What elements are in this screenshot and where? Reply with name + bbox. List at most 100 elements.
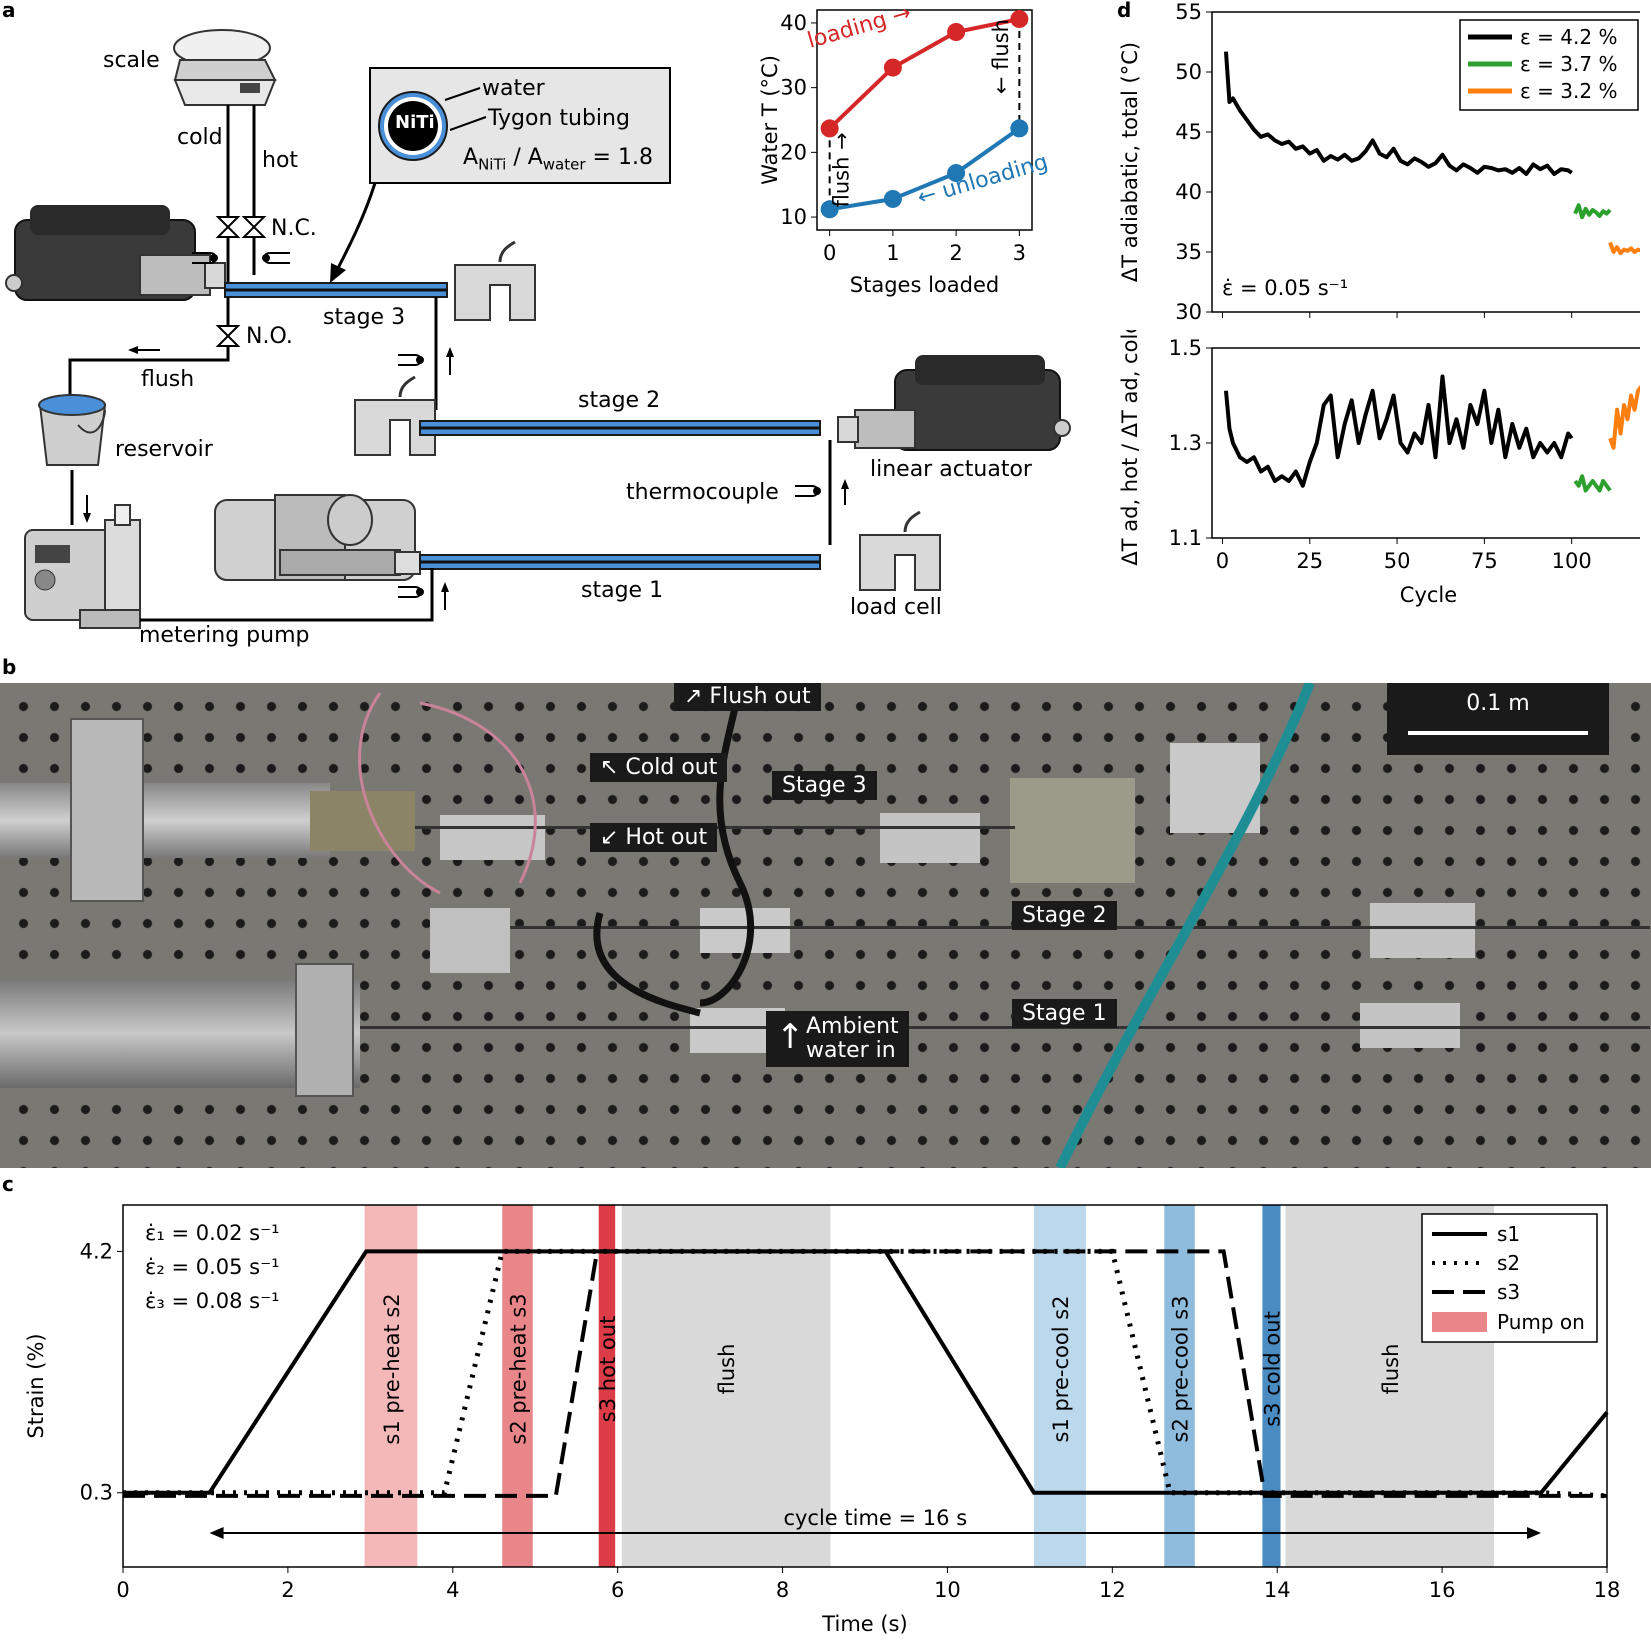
label-flush: flush [141,367,195,392]
delta_T_total-ytick-label: 30 [1175,300,1202,324]
water-xtick-label: 3 [1013,241,1026,265]
manifold-block-7 [1360,1003,1460,1048]
strain-legend-label: s1 [1497,1222,1520,1246]
strain-band-4 [1034,1205,1086,1567]
scale-icon [173,29,277,106]
manifold-block-3 [700,908,790,953]
label-reservoir: reservoir [115,437,213,462]
water-xtick-label: 0 [823,241,836,265]
water-series-point [820,200,839,219]
actuator-bracket [70,718,144,902]
photo-label-stage3: Stage 3 [772,771,877,800]
delta_T_total-series-0 [1223,51,1573,176]
linear-actuator-stage1-icon [214,494,421,581]
delta_T_total-ytick-label: 40 [1175,180,1202,204]
linear-actuator-top-icon [5,205,226,301]
inset-area-ratio: ANiTi / Awater = 1.8 [463,145,653,174]
delta_T_ratio-frame [1211,347,1640,539]
strain-band-label-5: s2 pre-cool s3 [1169,1295,1193,1442]
strain-series-s3 [123,1249,1607,1498]
water-xlabel: Stages loaded [850,273,999,297]
photo-label-cold-out: ↖ Cold out [590,753,728,782]
strain-xtick-label: 14 [1264,1578,1291,1602]
strain-band-2 [598,1205,616,1567]
delta_T_ratio-ytick-label: 1.1 [1169,526,1202,550]
water-flush-annotation-right: ← flush [989,19,1013,94]
strain-band-3 [621,1205,831,1567]
delta_T_ratio-xtick-label: 25 [1296,549,1323,573]
panel-letter-a: a [2,0,16,22]
load-cell-top [1010,778,1135,883]
manifold-block-6 [1370,903,1475,958]
water-xtick-label: 1 [886,241,899,265]
panel-letter-d: d [1117,0,1132,22]
metering-pump-icon [24,504,141,629]
load-cell-stage3-icon [454,240,536,321]
scale-bar-label: 0.1 m [1466,691,1530,716]
strain-band-label-1: s2 pre-heat s3 [506,1293,530,1444]
strain-band-label-3: flush [715,1344,739,1395]
strain-xtick-label: 2 [281,1578,294,1602]
manifold-block-5 [880,813,980,863]
strain-legend-label: s3 [1497,1280,1520,1304]
water-ytick-label: 30 [780,76,807,100]
water-series-point [820,119,839,138]
water-ytick-label: 10 [780,205,807,229]
strain-band-label-6: s3 cold out [1260,1311,1284,1427]
delta_T_total-ytick-label: 35 [1175,240,1202,264]
delta_T_total-series-2 [1608,241,1640,256]
strain-cycle-arrow-left [209,1526,224,1539]
delta_T_total-frame [1211,11,1640,313]
water-series-point [883,189,902,208]
delta_T_ratio-ylabel: ΔT ad, hot / ΔT ad, cold [1118,330,1142,566]
label-stage1: stage 1 [581,578,664,603]
manifold-block-2 [430,908,510,973]
water-ytick-label: 20 [780,140,807,164]
strain-band-5 [1164,1205,1195,1567]
photo-label-stage2: Stage 2 [1012,901,1117,930]
panel-letter-b: b [2,655,17,679]
delta_T_total-ytick-label: 50 [1175,60,1202,84]
load-cell-stage1-icon [859,510,941,591]
delta_T_ratio-xtick-label: 0 [1216,549,1229,573]
strain-ylabel: Strain (%) [24,1333,48,1438]
photo-label-ambient-water-in: ↑ Ambient water in [766,1011,909,1067]
inset-water-label: water [482,76,545,101]
actuator-coupler [310,791,415,851]
label-stage2: stage 2 [578,388,661,413]
strain-band-1 [502,1205,533,1567]
strain-xtick-label: 12 [1099,1578,1126,1602]
photo-label-flush-out: ↗ Flush out [674,683,821,711]
strain-ytick-label: 4.2 [80,1239,113,1263]
water-flush-annotation-left: flush → [830,132,854,207]
strain-band-label-2: s3 hot out [596,1316,620,1422]
dt-legend-label: ε = 4.2 % [1520,25,1617,49]
label-cold: cold [177,125,223,150]
strain-legend-label: s2 [1497,1251,1520,1275]
water-series-point [883,58,902,77]
strain-xtick-label: 6 [611,1578,624,1602]
delta_T_ratio-series-1 [1573,474,1612,493]
schematic-diagram [5,29,1071,629]
strain-legend-pump-swatch [1432,1312,1487,1332]
delta_T_total-ytick-label: 55 [1175,0,1202,24]
strain-xtick-label: 4 [446,1578,459,1602]
water-series-point [1010,119,1029,138]
label-hot: hot [262,148,299,173]
label-linear-actuator: linear actuator [870,457,1032,482]
delta_T_ratio-xtick-label: 50 [1384,549,1411,573]
manifold-block-1 [440,815,545,860]
up-arrow-icon: ↑ [776,1017,805,1057]
label-load-cell: load cell [850,595,942,620]
delta_T_total-series-1 [1573,203,1612,220]
reservoir-icon [38,394,107,466]
water-ylabel: Water T (°C) [758,55,782,185]
label-metering-pump: metering pump [139,623,310,648]
delta_T_total-ytick-label: 45 [1175,120,1202,144]
thermocouple-icon [192,252,821,598]
label-no: N.O. [246,324,293,349]
scale-bar-line [1408,731,1588,735]
